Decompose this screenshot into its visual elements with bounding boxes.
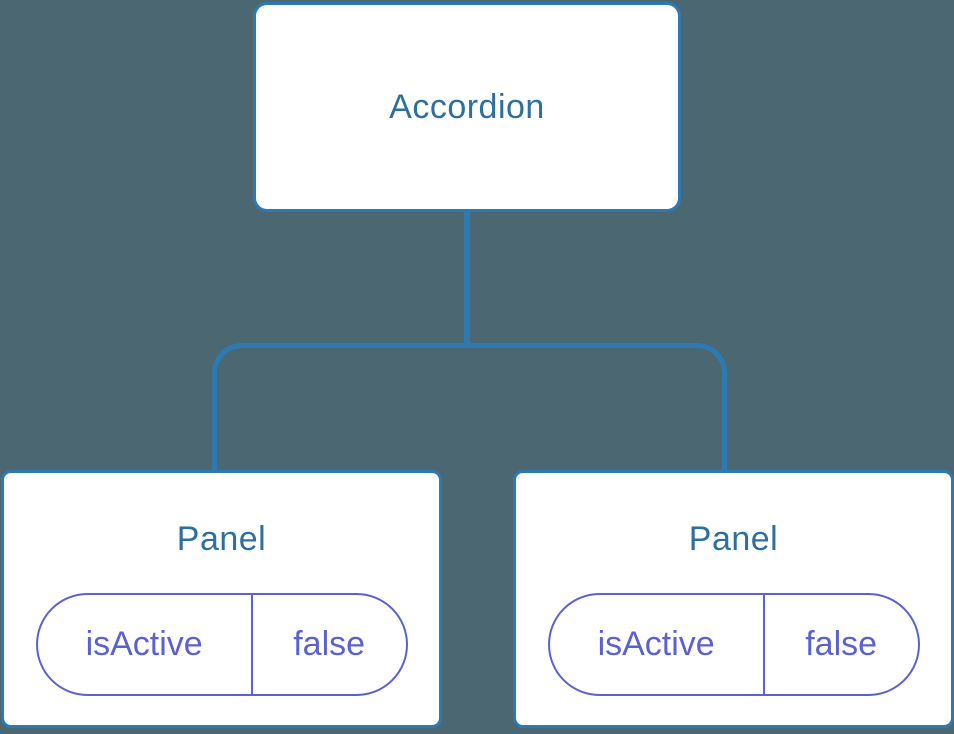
state-pill: isActive false [35, 593, 408, 696]
tree-node-panel-left: Panel isActive false [1, 470, 442, 728]
tree-node-panel-right: Panel isActive false [513, 470, 954, 728]
tree-node-accordion: Accordion [253, 2, 681, 212]
accordion-node-label: Accordion [389, 87, 545, 126]
state-value: false [293, 625, 366, 663]
connector-stem [464, 212, 470, 345]
state-name: isActive [38, 595, 253, 694]
state-name: isActive [550, 595, 765, 694]
state-pill: isActive false [547, 593, 920, 696]
connector-branches [212, 343, 727, 470]
panel-node-label: Panel [176, 520, 267, 558]
panel-node-label: Panel [688, 520, 779, 558]
state-value: false [805, 625, 878, 663]
